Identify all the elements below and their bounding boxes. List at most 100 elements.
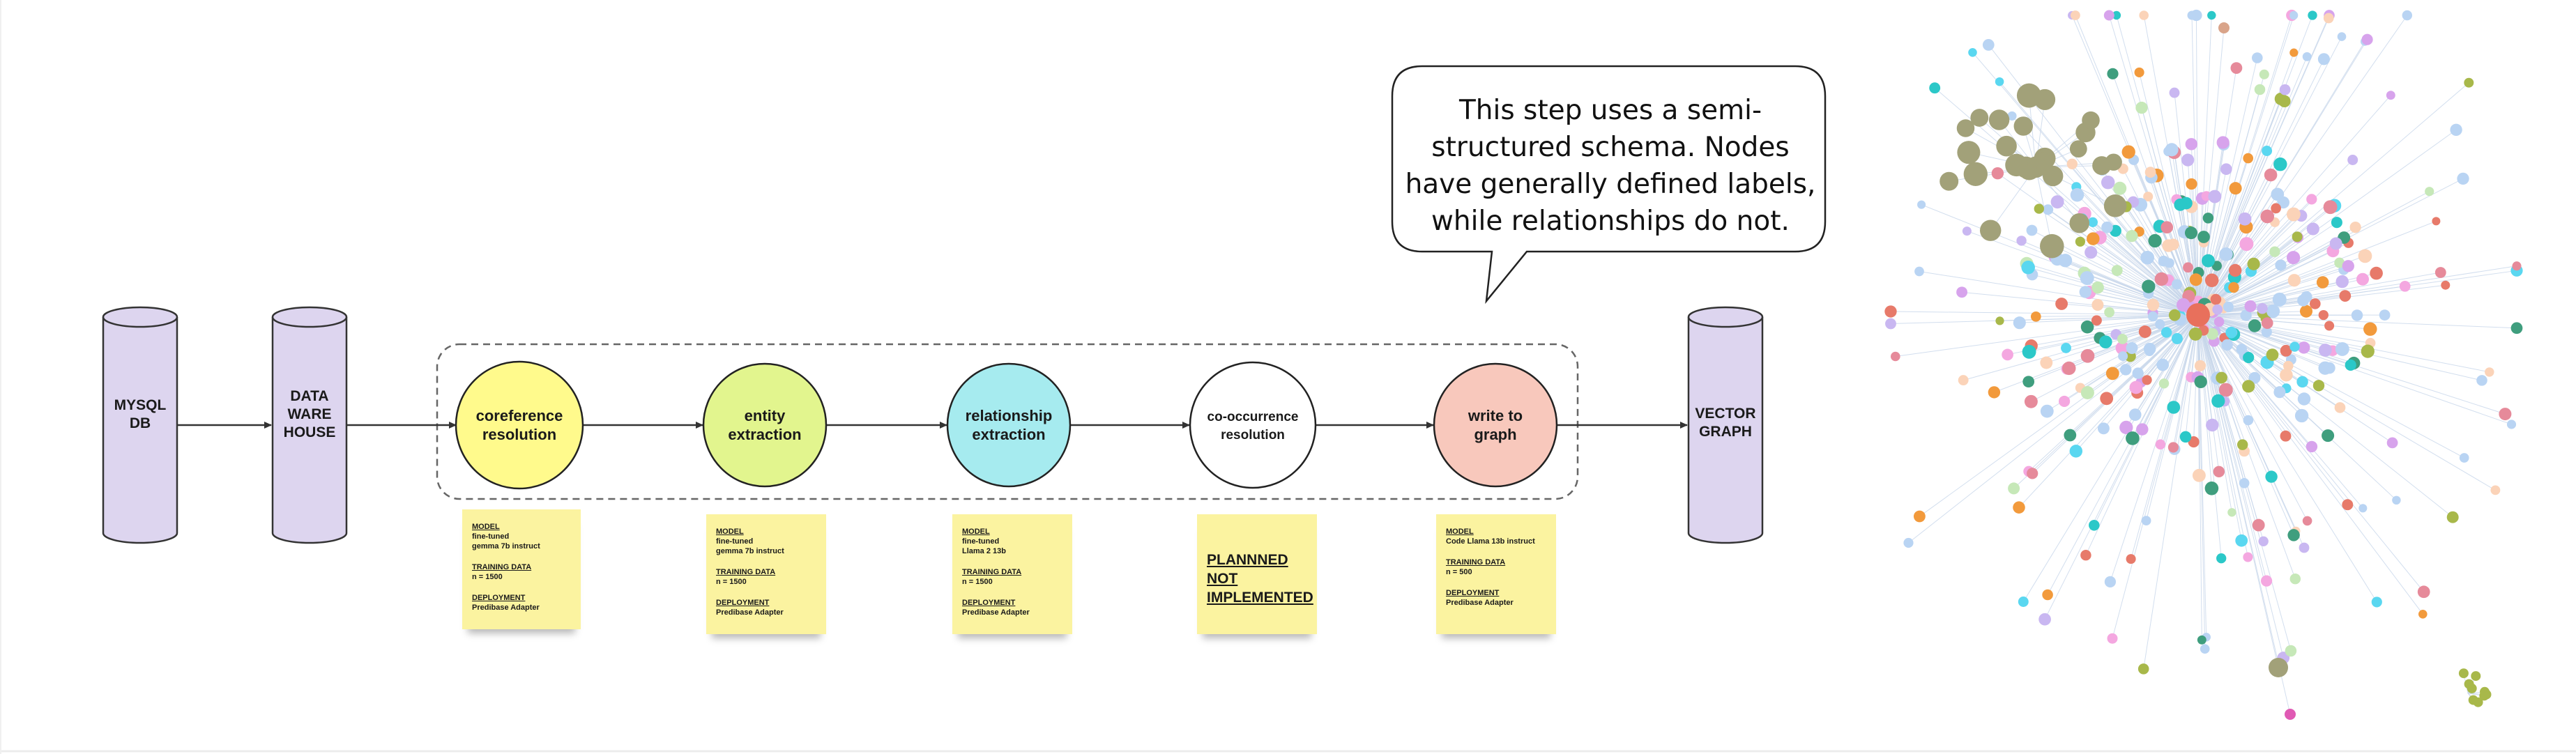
graph-node [2079,286,2091,298]
graph-node [2258,536,2269,546]
graph-node [2286,207,2301,222]
graph-node [2158,378,2170,389]
graph-node [2296,376,2308,388]
graph-node [2091,315,2102,326]
graph-hub-node [2186,303,2210,327]
graph-node [2043,204,2054,215]
graph-node [2148,233,2162,248]
vector-graph-label-2: GRAPH [1699,424,1752,440]
graph-node [2089,520,2100,531]
note-deployment-heading: DEPLOYMENT [472,594,526,602]
graph-node [2137,663,2149,675]
graph-node [2347,155,2358,165]
graph-node [1891,351,1900,362]
graph-node [2164,258,2174,268]
graph-node [1956,119,1975,137]
graph-node [2280,368,2293,382]
graph-node [2335,275,2349,288]
graph-node [2080,271,2094,285]
graph-node [2167,401,2181,414]
graph-node [2297,341,2310,354]
graph-node [2026,224,2038,236]
graph-node [2188,327,2202,341]
graph-node [2457,172,2469,185]
graph-node [2272,292,2287,307]
graph-node [2066,158,2078,169]
graph-node [2243,552,2253,562]
graph-node [2289,48,2299,57]
graph-node [2184,226,2198,240]
graph-node [2239,478,2250,488]
graph-node [2464,77,2474,88]
step-cooccurrence-label-1: co-occurrence [1207,410,1299,424]
graph-node [2042,589,2053,601]
graph-node [2399,280,2411,292]
graph-node [2402,10,2413,21]
step-entity-extraction: entity extraction [702,362,828,488]
graph-node [2117,333,2128,344]
graph-node [2287,529,2300,541]
note-model-value: fine-tuned Llama 2 13b [962,537,1006,555]
graph-node [2220,163,2232,176]
mysql-db-label-2: DB [130,415,151,431]
sticky-note-write: MODEL Code Llama 13b instruct TRAINING D… [1436,514,1556,634]
graph-node [2013,501,2025,514]
graph-node [2319,344,2332,357]
graph-node [2080,320,2094,334]
graph-node [2479,691,2490,701]
graph-node [2155,439,2166,450]
graph-node [2061,342,2071,353]
graph-node [2371,597,2382,608]
graph-node [2144,167,2156,178]
graph-node [2156,358,2170,371]
graph-node [2485,367,2494,377]
graph-node [1913,510,1926,523]
graph-node [2228,282,2239,293]
note-deployment-heading: DEPLOYMENT [1446,589,1500,597]
graph-node [2247,257,2260,270]
graph-node [2334,257,2345,268]
graph-node [2316,276,2329,288]
graph-node [2107,68,2119,79]
graph-node [2179,431,2192,443]
graph-node [2204,273,2219,288]
note-training-heading: TRAINING DATA [1446,558,1506,567]
graph-node [2126,342,2138,354]
graph-node [2129,380,2143,394]
graph-node [2446,511,2459,523]
graph-node [2218,22,2230,33]
graph-node [2260,575,2273,587]
graph-node [2143,192,2154,202]
graph-node [2252,518,2265,532]
graph-node [2016,236,2027,246]
graph-node [2113,181,2127,195]
graph-node [1996,135,2017,157]
graph-node [2273,386,2286,399]
graph-node [2370,266,2383,280]
graph-nodes [1884,9,2523,720]
note-training-value: n = 1500 [962,578,993,586]
graph-node [2236,439,2248,450]
warehouse-label-3: HOUSE [284,424,336,440]
note-deployment-value: Predibase Adapter [472,603,540,612]
graph-node [2459,453,2469,463]
graph-node [2062,361,2076,376]
note-training-value: n = 1500 [472,573,503,581]
graph-node [2087,232,2100,245]
note-model-value: fine-tuned gemma 7b instruct [472,532,540,551]
data-warehouse-cylinder: DATA WARE HOUSE [271,306,348,544]
graph-node [1979,220,2002,241]
graph-node [2297,392,2311,406]
graph-node [2254,84,2266,95]
graph-node [2144,346,2155,357]
graph-node [2140,250,2155,265]
graph-node [1885,318,1896,330]
graph-node [2432,217,2441,226]
graph-node [2266,348,2279,361]
graph-node [2174,198,2187,211]
graph-node [2211,394,2225,408]
graph-node [2264,168,2278,182]
graph-node [2261,317,2273,329]
graph-node [2266,305,2280,318]
